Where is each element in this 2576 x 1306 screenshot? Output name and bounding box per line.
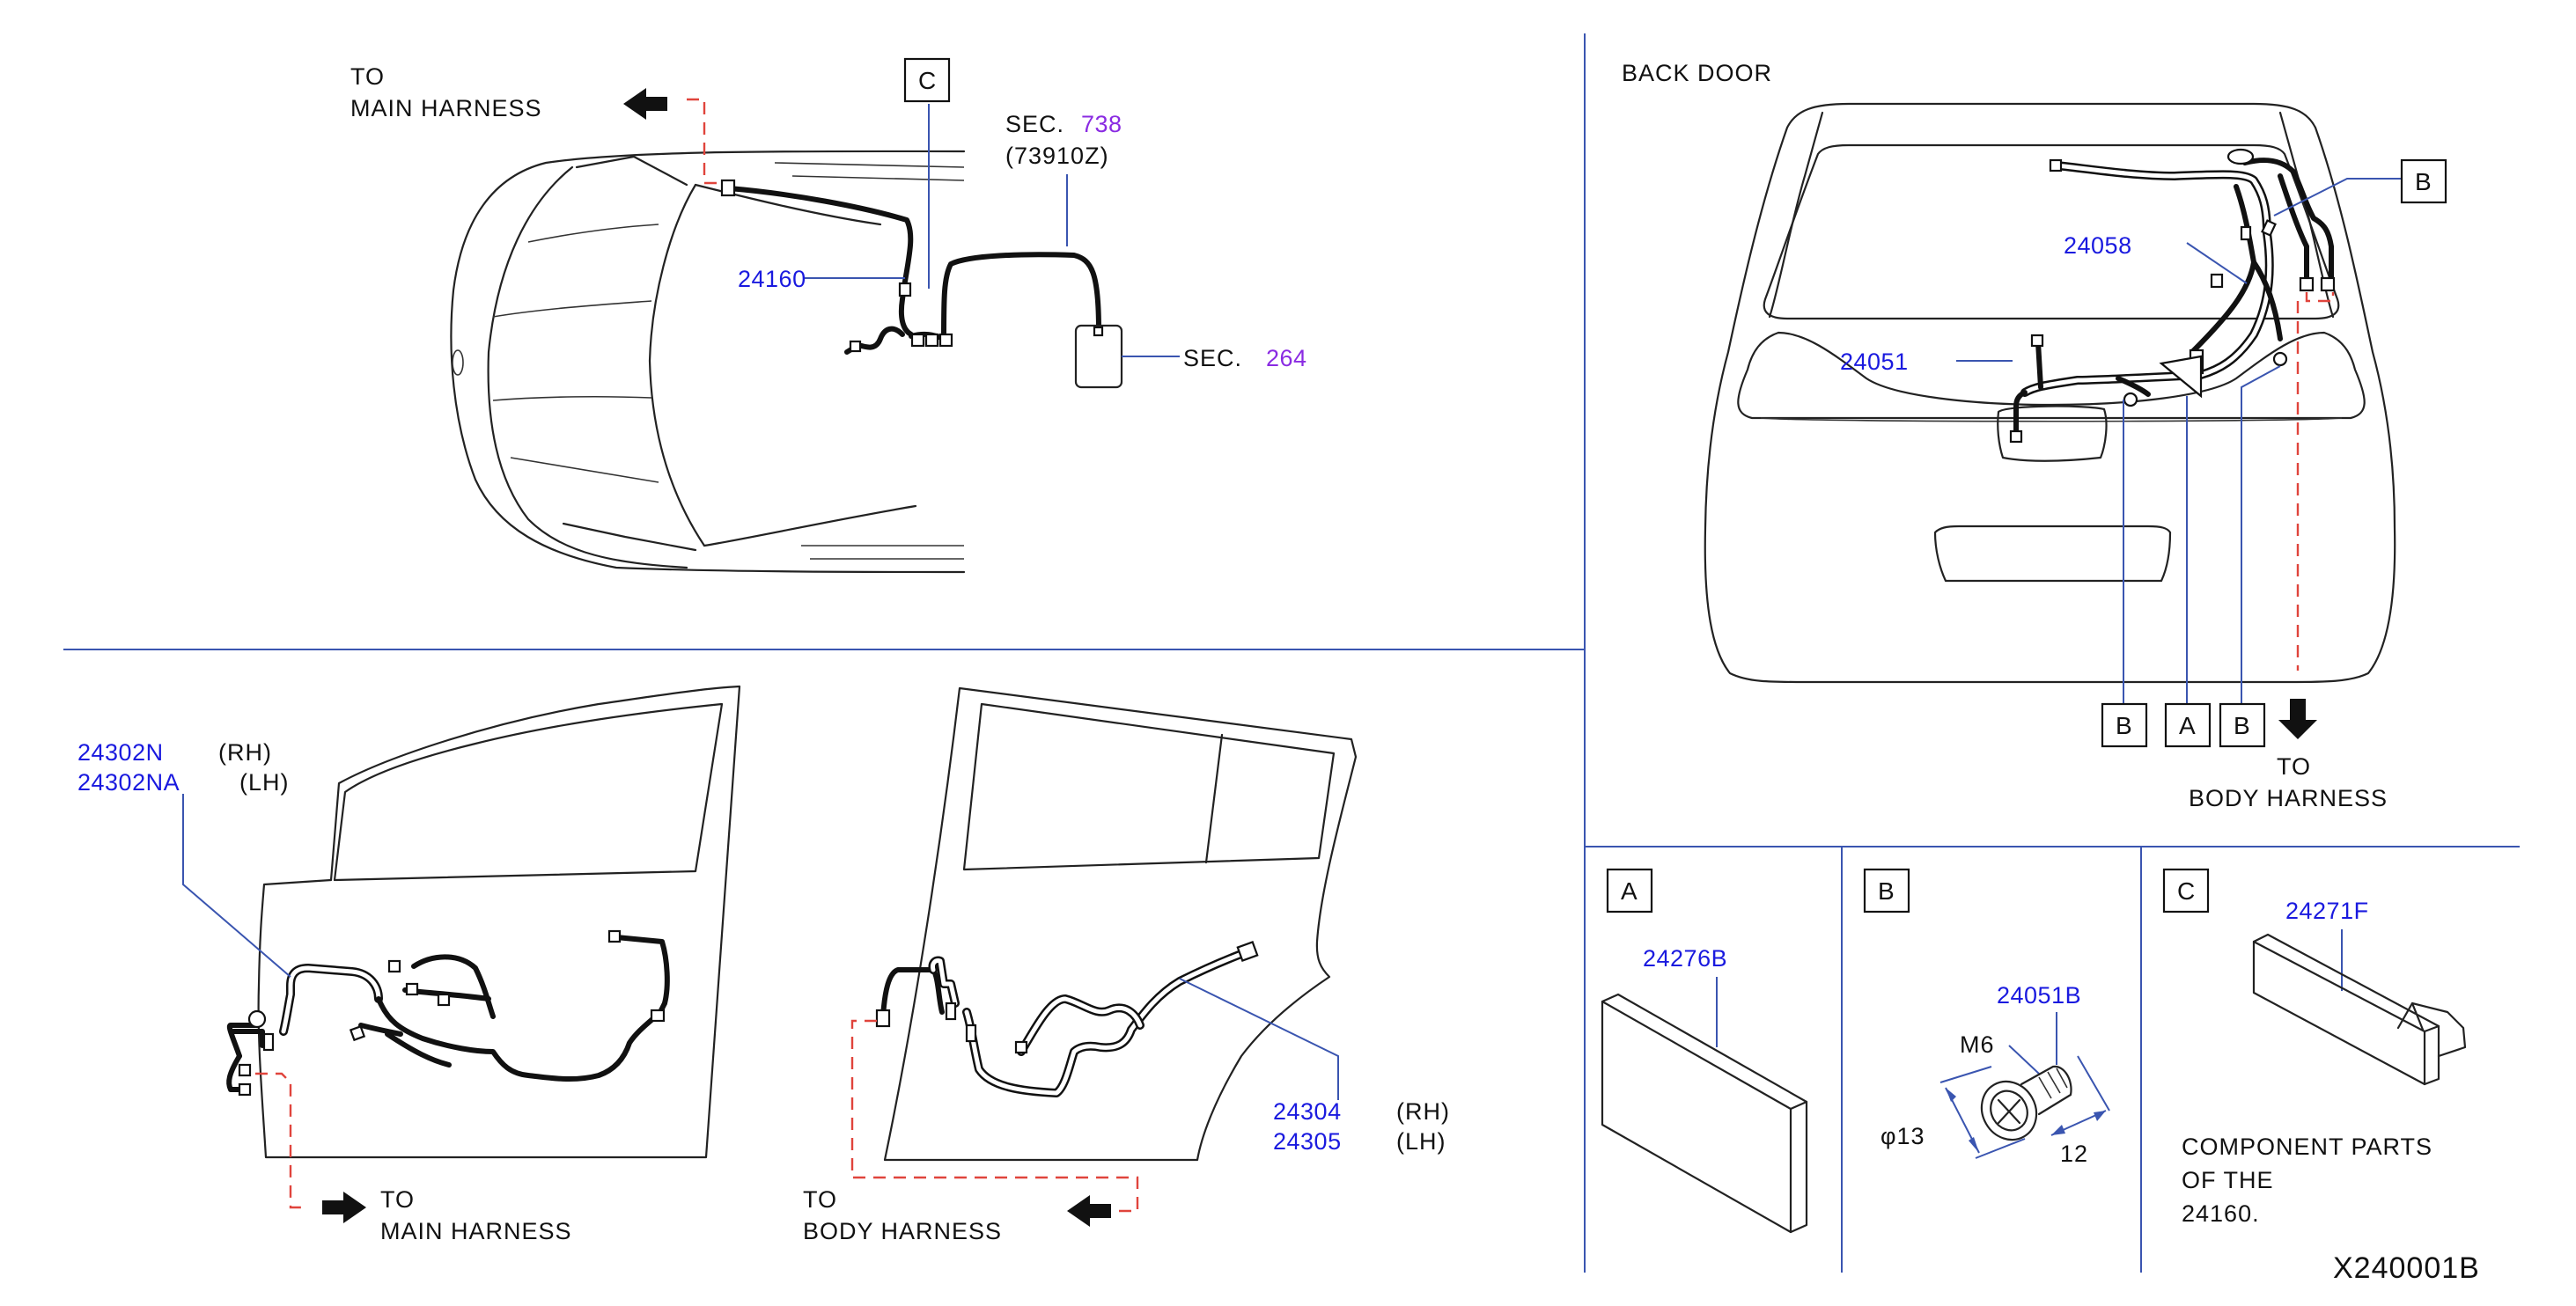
back-door-to-body-line2: BODY HARNESS — [2189, 785, 2388, 811]
front-door-rh: (RH) — [218, 739, 272, 766]
detail-b: B 24051B M6 φ13 12 — [1863, 868, 2110, 1167]
bolt-diameter-label: φ13 — [1880, 1123, 1925, 1149]
callout-box-a-bottom-label: A — [2179, 712, 2196, 739]
rear-door-view: 24304 (RH) 24305 (LH) TO BODY HARNESS — [803, 686, 1450, 1244]
part-24051b: 24051B — [1997, 982, 2081, 1009]
bolt-m6-label: M6 — [1960, 1031, 1995, 1058]
part-24304: 24304 — [1273, 1098, 1342, 1125]
front-door-to-main-line2: MAIN HARNESS — [380, 1218, 572, 1244]
hood-to-main-line1: TO — [350, 63, 385, 90]
part-24276b: 24276B — [1643, 945, 1727, 972]
callout-box-b-bottom-left — [2101, 702, 2148, 748]
callout-box-b-top-label: B — [2415, 168, 2432, 195]
front-door-lh: (LH) — [239, 769, 290, 796]
detail-a-box-label: A — [1621, 877, 1638, 905]
hood-view: TO MAIN HARNESS C SEC. 738 (73910Z) SEC.… — [350, 57, 1307, 574]
sec264-prefix: SEC. — [1183, 345, 1242, 371]
callout-box-c — [903, 57, 951, 103]
part-24051: 24051 — [1840, 349, 1909, 375]
part-24058: 24058 — [2064, 232, 2132, 259]
rear-door-to-body-line1: TO — [803, 1186, 837, 1213]
part-24305: 24305 — [1273, 1128, 1342, 1155]
sec738-prefix: SEC. — [1005, 111, 1064, 137]
detail-c: C 24271F COMPONENT PARTS OF THE 24160. — [2162, 868, 2467, 1227]
sec738-sub: (73910Z) — [1005, 143, 1109, 169]
detail-c-note-line2: OF THE — [2182, 1167, 2274, 1193]
front-door-view: 24302N (RH) 24302NA (LH) TO MAIN HARNESS — [77, 685, 741, 1244]
part-24302n: 24302N — [77, 739, 164, 766]
detail-c-note-line3: 24160. — [2182, 1200, 2260, 1227]
sec738-ref: 738 — [1081, 111, 1122, 137]
detail-c-box-label: C — [2177, 877, 2195, 905]
drawing-code: X240001B — [2333, 1251, 2480, 1285]
detail-c-box — [2162, 868, 2210, 913]
detail-a-box — [1606, 868, 1653, 913]
callout-box-c-label: C — [918, 67, 936, 94]
hood-to-main-line2: MAIN HARNESS — [350, 95, 542, 121]
back-door-view: BACK DOOR B 24058 24051 B A B TO BODY HA… — [1622, 60, 2447, 811]
detail-b-box — [1863, 868, 1910, 913]
callout-box-b-bottom-right-label: B — [2234, 712, 2250, 739]
front-door-to-main-line1: TO — [380, 1186, 415, 1213]
detail-a: A 24276B — [1601, 868, 1808, 1234]
part-24302na: 24302NA — [77, 769, 180, 796]
callout-box-b-bottom-right — [2219, 702, 2266, 748]
back-door-title: BACK DOOR — [1622, 60, 1772, 86]
rear-door-rh: (RH) — [1396, 1098, 1450, 1125]
panel-dividers — [63, 33, 2520, 1273]
sec264-ref: 264 — [1266, 345, 1307, 371]
rear-door-to-body-line2: BODY HARNESS — [803, 1218, 1002, 1244]
back-door-to-body-line1: TO — [2277, 753, 2311, 780]
rear-door-lh: (LH) — [1396, 1128, 1446, 1155]
part-24271f: 24271F — [2285, 898, 2369, 924]
part-24160: 24160 — [738, 266, 806, 292]
callout-box-b-bottom-left-label: B — [2116, 712, 2132, 739]
callout-box-a-bottom — [2164, 702, 2212, 748]
detail-b-box-label: B — [1878, 877, 1895, 905]
detail-c-note-line1: COMPONENT PARTS — [2182, 1134, 2432, 1160]
bolt-length-label: 12 — [2060, 1141, 2088, 1167]
callout-box-b-top — [2400, 158, 2447, 204]
arrow-left-icon — [623, 88, 667, 120]
arrow-left-icon-rear — [1067, 1195, 1111, 1227]
arrow-down-icon — [2278, 699, 2317, 739]
arrow-right-icon — [322, 1192, 366, 1223]
